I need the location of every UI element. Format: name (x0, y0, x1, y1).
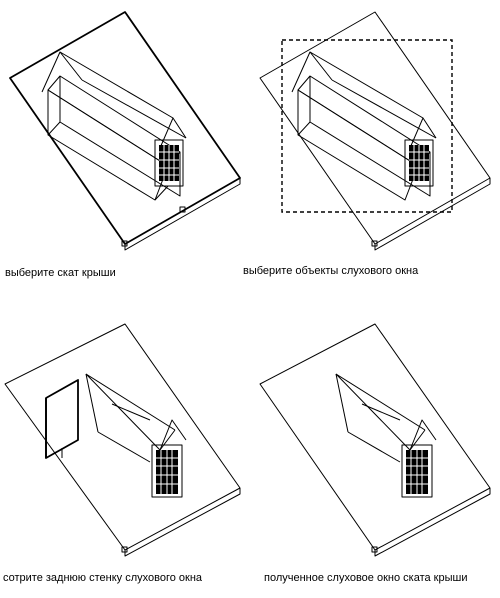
step-3-caption: сотрите заднюю стенку слухового окна (3, 572, 203, 584)
step-4-caption: полученное слуховое окно ската крыши (264, 572, 468, 584)
step-1-drawing (9, 11, 241, 251)
step-3-panel: сотрите заднюю стенку слухового окна (0, 300, 250, 598)
step-4-panel: полученное слуховое окно ската крыши (250, 300, 500, 598)
step-2-panel: выберите объекты слухового окна (243, 0, 500, 285)
step-1-panel: выберите скат крыши (0, 0, 250, 285)
step-4-drawing (259, 323, 491, 557)
step-3-drawing (4, 323, 241, 557)
step-2-drawing (259, 11, 491, 251)
selection-window (281, 39, 453, 213)
step-1-caption: выберите скат крыши (5, 267, 116, 279)
step-2-caption: выберите объекты слухового окна (243, 265, 419, 277)
